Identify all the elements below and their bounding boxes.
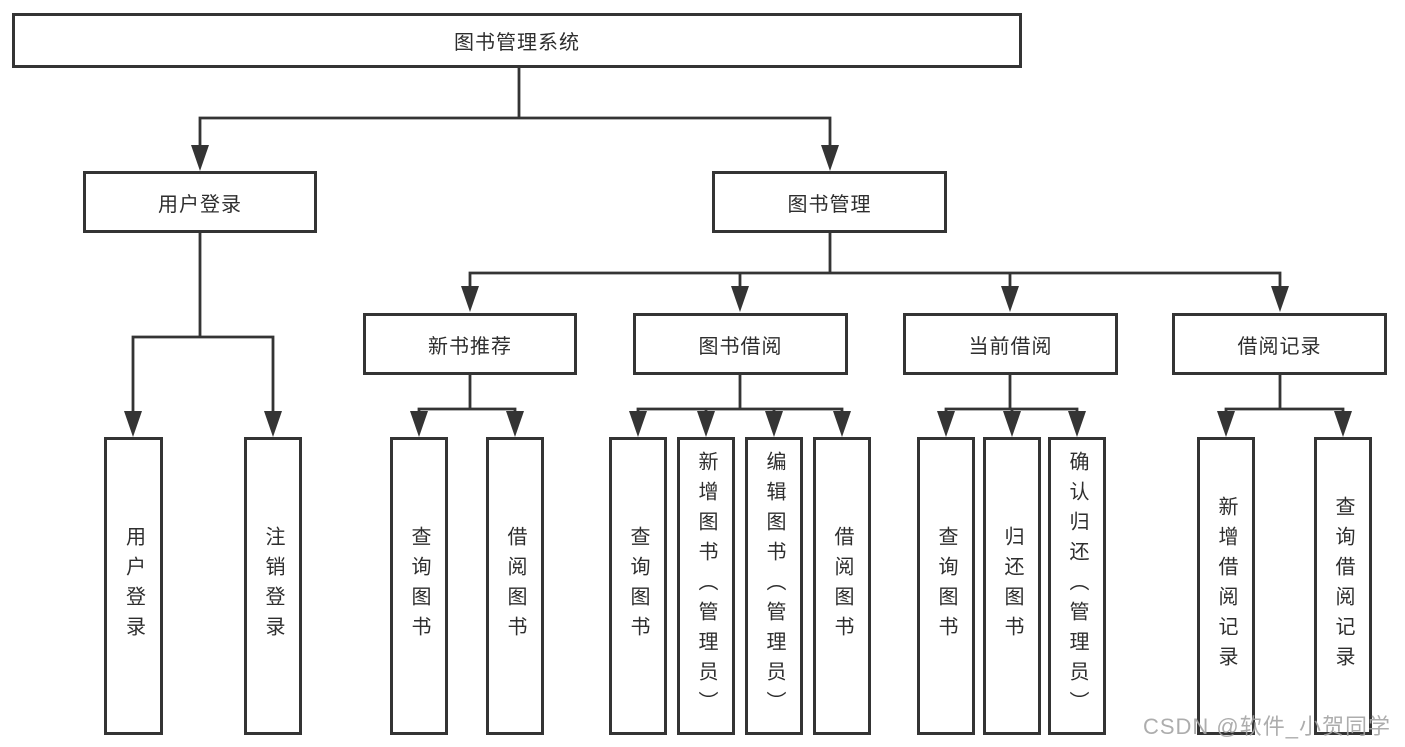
leaf-borrow-query-books: 查询图书 xyxy=(609,437,667,735)
leaf-borrow-add-books-admin: 新增图书（管理员） xyxy=(677,437,735,735)
node-user-login: 用户登录 xyxy=(83,171,317,233)
node-new-book-recommend: 新书推荐 xyxy=(363,313,577,375)
csdn-watermark: CSDN @软件_小贺同学 xyxy=(1142,714,1391,739)
leaf-records-add-record: 新增借阅记录 xyxy=(1197,437,1255,735)
leaf-current-confirm-return-admin: 确认归还（管理员） xyxy=(1048,437,1106,735)
leaf-user-login: 用户登录 xyxy=(104,437,163,735)
leaf-borrow-borrow-books: 借阅图书 xyxy=(813,437,871,735)
leaf-recommend-query-books: 查询图书 xyxy=(390,437,448,735)
node-current-borrow: 当前借阅 xyxy=(903,313,1118,375)
node-book-borrow: 图书借阅 xyxy=(633,313,848,375)
node-borrow-records: 借阅记录 xyxy=(1172,313,1387,375)
node-root: 图书管理系统 xyxy=(12,13,1022,68)
leaf-records-query-record: 查询借阅记录 xyxy=(1314,437,1372,735)
leaf-borrow-edit-books-admin: 编辑图书（管理员） xyxy=(745,437,803,735)
leaf-current-return-books: 归还图书 xyxy=(983,437,1041,735)
node-book-management: 图书管理 xyxy=(712,171,947,233)
leaf-recommend-borrow-books: 借阅图书 xyxy=(486,437,544,735)
leaf-logout: 注销登录 xyxy=(244,437,302,735)
leaf-current-query-books: 查询图书 xyxy=(917,437,975,735)
